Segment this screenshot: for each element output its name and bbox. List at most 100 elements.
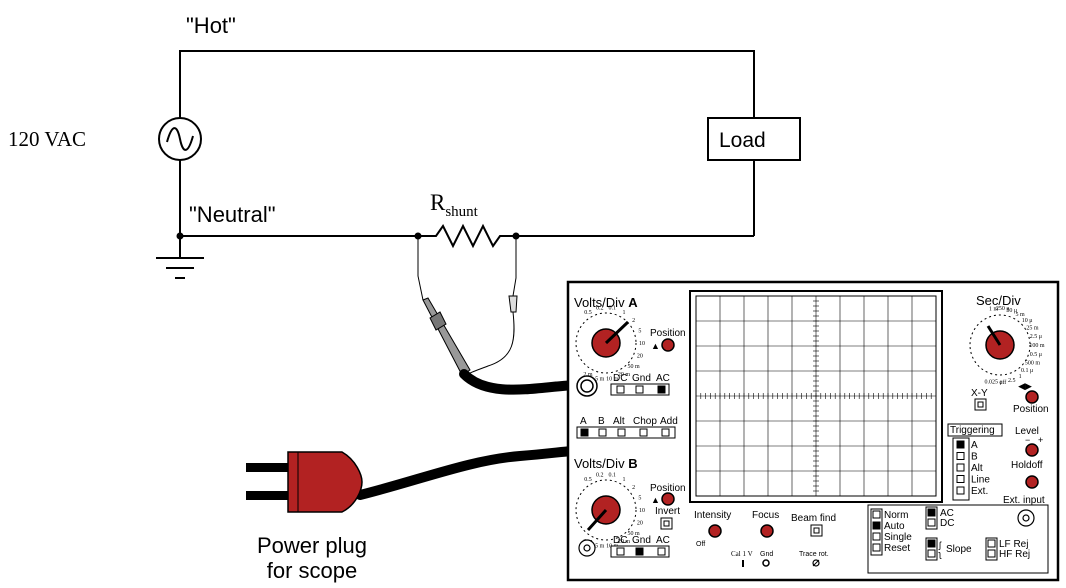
hot-label: "Hot"	[186, 13, 236, 38]
ext-input-connector[interactable]	[1017, 509, 1035, 527]
mode-chop-button[interactable]	[639, 428, 648, 437]
dial-label: 0.1	[609, 473, 617, 479]
trigger-mode-label: Norm	[884, 510, 908, 521]
timebase-dial-ticks	[969, 314, 1031, 376]
ch-b-ac-label: AC	[656, 535, 670, 546]
mode-add-label: Add	[660, 416, 678, 427]
ch-a-dc-button[interactable]	[616, 385, 625, 394]
dial-label: 0.1 μ	[1021, 368, 1033, 374]
ch-a-dial-ticks	[575, 312, 637, 374]
ch-a-position-label: Position	[650, 328, 686, 339]
holdoff-label: Holdoff	[1011, 460, 1043, 471]
ch-b-invert-inner	[663, 520, 670, 527]
mode-b-label: B	[598, 416, 605, 427]
dial-label: 20 m	[618, 539, 631, 545]
power-plug	[246, 446, 577, 513]
trigger-mode-switch	[870, 508, 883, 556]
dial-label: 5	[638, 496, 641, 502]
ch-b-invert-label: Invert	[655, 506, 680, 517]
ch-b-dc-button[interactable]	[616, 547, 625, 556]
level-knob[interactable]	[1025, 443, 1039, 457]
trigger-source-label: A	[971, 440, 978, 451]
gnd-terminal[interactable]	[762, 559, 770, 567]
ch-b-ac-button[interactable]	[657, 547, 666, 556]
trigger-dc-button[interactable]	[927, 518, 936, 527]
ch-a-knob-pointer	[604, 320, 630, 345]
ch-b-gnd-button[interactable]	[635, 547, 644, 556]
trigger-coupling-switch	[925, 506, 938, 530]
ch-a-ac-button[interactable]	[657, 385, 666, 394]
ch-a-ac-label: AC	[656, 373, 670, 384]
ground-symbol	[156, 257, 204, 279]
trigger-source-button[interactable]	[956, 486, 965, 495]
ac-source	[158, 117, 202, 161]
focus-knob[interactable]	[760, 524, 774, 538]
trigger-source-button[interactable]	[956, 475, 965, 483]
dial-label: 0.2	[596, 473, 604, 479]
trigger-mode-button[interactable]	[872, 532, 881, 541]
ch-b-knob-pointer	[586, 508, 608, 532]
trigger-mode-button[interactable]	[872, 543, 881, 552]
trigger-mode-button[interactable]	[872, 521, 881, 530]
slope-falling-icon: ʅ	[938, 549, 942, 559]
ch-a-position-arrows-icon: ▲▼	[651, 341, 669, 351]
scope-probe	[422, 295, 583, 395]
intensity-knob[interactable]	[708, 524, 722, 538]
trigger-dc-label: DC	[940, 518, 954, 529]
ch-a-dc-label: DC	[613, 373, 627, 384]
dial-label: 20	[637, 520, 643, 526]
dial-label: 1	[1019, 374, 1022, 380]
cal-terminal[interactable]	[742, 560, 744, 567]
circuit-wires	[179, 50, 755, 258]
mode-b-button[interactable]	[598, 428, 607, 437]
ch-a-title: Volts/Div A	[574, 295, 638, 310]
trigger-mode-panel	[867, 504, 1049, 574]
ch-b-title: Volts/Div B	[574, 456, 638, 471]
dial-label: 2 m	[583, 372, 593, 378]
mode-add-button[interactable]	[661, 428, 670, 437]
mode-alt-button[interactable]	[617, 428, 626, 437]
trigger-source-button[interactable]	[956, 440, 965, 449]
mode-a-button[interactable]	[580, 428, 589, 437]
ch-b-gnd-label: Gnd	[632, 535, 651, 546]
trigger-mode-button[interactable]	[872, 510, 881, 519]
holdoff-knob[interactable]	[1025, 475, 1039, 489]
dial-label: 5	[638, 329, 641, 335]
screen-graticule	[695, 295, 937, 497]
ch-a-position-knob[interactable]	[661, 338, 675, 352]
load-label: Load	[719, 129, 766, 152]
slope-rising-button[interactable]	[927, 539, 936, 548]
dial-label: 250 μ	[996, 306, 1010, 312]
dial-label: 0.5	[584, 477, 592, 483]
plug-label-line2: for scope	[267, 558, 358, 583]
hf-rej-button[interactable]	[987, 549, 996, 558]
dial-label: 20 m	[618, 372, 631, 378]
ch-b-position-knob[interactable]	[661, 492, 675, 506]
ch-a-input-connector[interactable]	[576, 375, 598, 397]
level-label: Level	[1015, 426, 1039, 437]
trigger-source-button[interactable]	[956, 452, 965, 460]
shunt-label-sub: shunt	[445, 204, 478, 220]
h-position-knob[interactable]	[1025, 390, 1039, 404]
dial-label: 50 m	[627, 364, 640, 370]
mode-chop-label: Chop	[633, 416, 657, 427]
mode-switch	[576, 426, 676, 439]
ch-a-gnd-button[interactable]	[635, 385, 644, 394]
ext-input-label: Ext. input	[1003, 495, 1045, 506]
ch-b-input-connector[interactable]	[578, 539, 596, 557]
shunt-label-main: R	[430, 190, 446, 215]
source-label: 120 VAC	[8, 127, 86, 151]
triggering-title-box	[947, 423, 1003, 437]
dial-label: 5 m	[595, 376, 605, 382]
trace-rot-screw-icon[interactable]	[812, 559, 820, 567]
level-minus-label: −	[1025, 435, 1030, 445]
lf-rej-button[interactable]	[987, 539, 996, 548]
trigger-source-button[interactable]	[956, 463, 965, 472]
slope-falling-button[interactable]	[927, 549, 936, 558]
trigger-source-label: Alt	[971, 463, 983, 474]
trigger-ac-button[interactable]	[927, 508, 936, 517]
dial-label: 1	[623, 310, 626, 316]
slope-switch	[925, 537, 938, 561]
trigger-source-label: B	[971, 452, 978, 463]
